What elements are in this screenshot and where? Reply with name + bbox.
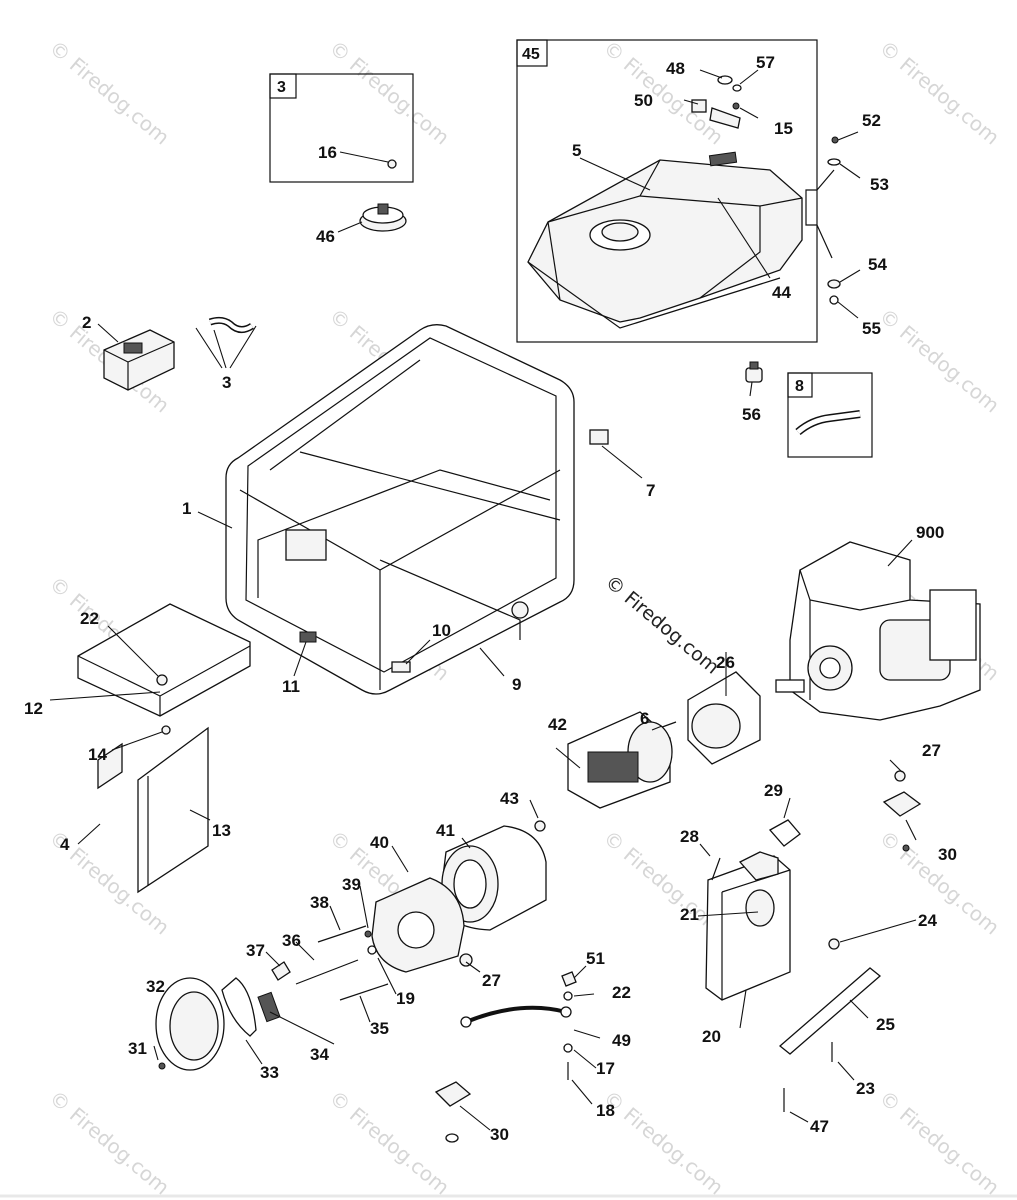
part-label: 25 <box>876 1015 895 1034</box>
watermark: © Firedog.com <box>325 35 454 149</box>
part-label: 5 <box>572 141 581 160</box>
part-label: 900 <box>916 523 944 542</box>
frame <box>225 324 575 695</box>
part-label: 14 <box>88 745 107 764</box>
part-label: 43 <box>500 789 519 808</box>
part-label: 9 <box>512 675 521 694</box>
part-label: 48 <box>666 59 685 78</box>
part-label: 21 <box>680 905 699 924</box>
part-label: 22 <box>612 983 631 1002</box>
part-label: 34 <box>310 1045 329 1064</box>
part-label: 51 <box>586 949 605 968</box>
part-label: 15 <box>774 119 793 138</box>
part-label: 13 <box>212 821 231 840</box>
part-label: 28 <box>680 827 699 846</box>
watermark: © Firedog.com <box>599 35 728 149</box>
part-label: 11 <box>282 677 300 696</box>
part-label: 22 <box>80 609 99 628</box>
watermark: © Firedog.com <box>875 825 1004 939</box>
callout-box-3: 3 <box>269 73 414 183</box>
part-label: 41 <box>436 821 455 840</box>
part-label: 17 <box>596 1059 615 1078</box>
part-label: 42 <box>548 715 567 734</box>
part-label: 10 <box>432 621 451 640</box>
part-label: 39 <box>342 875 361 894</box>
part-label: 31 <box>128 1039 147 1058</box>
part-label: 40 <box>370 833 389 852</box>
part-label: 56 <box>742 405 761 424</box>
tank-mount-hardware <box>745 136 841 383</box>
part-label: 6 <box>640 709 649 728</box>
part-label: 46 <box>316 227 335 246</box>
base-panels <box>77 603 251 894</box>
part-label: 52 <box>862 111 881 130</box>
part-label: 38 <box>310 893 329 912</box>
leader-lines <box>49 69 917 1131</box>
part-label: 7 <box>646 481 655 500</box>
part-label: 37 <box>246 941 265 960</box>
part-label: 49 <box>612 1031 631 1050</box>
part-label: 30 <box>938 845 957 864</box>
watermark: © Firedog.com <box>875 303 1004 417</box>
part-label: 26 <box>716 653 735 672</box>
part-label: 30 <box>490 1125 509 1144</box>
part-label: 1 <box>182 499 191 518</box>
part-label: 18 <box>596 1101 615 1120</box>
part-label: 47 <box>810 1117 829 1136</box>
watermark-center: © Firedog.com <box>601 571 723 679</box>
part-label: 16 <box>318 143 337 162</box>
callout-box-label: 3 <box>277 79 286 96</box>
part-label: 53 <box>870 175 889 194</box>
part-label: 12 <box>24 699 43 718</box>
callout-box-label: 8 <box>795 378 804 395</box>
callout-box-8: 8 <box>787 372 873 458</box>
part-label: 36 <box>282 931 301 950</box>
part-label: 4 <box>60 835 70 854</box>
fuel-cap <box>359 203 407 232</box>
callout-box-label: 45 <box>522 46 540 63</box>
part-label: 27 <box>922 741 941 760</box>
part-label: 57 <box>756 53 775 72</box>
part-label: 29 <box>764 781 783 800</box>
muffler-parts <box>705 770 922 1112</box>
part-label: 24 <box>918 911 937 930</box>
part-label: 2 <box>82 313 91 332</box>
part-label: 27 <box>482 971 501 990</box>
part-label: 55 <box>862 319 881 338</box>
part-label: 20 <box>702 1027 721 1046</box>
engine <box>775 541 981 721</box>
part-label: 19 <box>396 989 415 1008</box>
alternator-parts <box>155 671 761 1071</box>
watermark: © Firedog.com <box>599 1085 728 1199</box>
watermark: © Firedog.com <box>45 35 174 149</box>
outlet-box <box>103 316 254 391</box>
ground-hardware <box>434 971 577 1143</box>
watermark: © Firedog.com <box>325 1085 454 1199</box>
part-label: 32 <box>146 977 165 996</box>
part-labels: 48 57 50 15 16 5 44 52 53 54 55 46 2 3 5… <box>24 53 957 1144</box>
decal <box>589 429 609 445</box>
part-label: 33 <box>260 1063 279 1082</box>
part-label: 54 <box>868 255 887 274</box>
watermark: © Firedog.com <box>875 35 1004 149</box>
watermark: © Firedog.com <box>45 1085 174 1199</box>
part-label: 44 <box>772 283 791 302</box>
part-label: 50 <box>634 91 653 110</box>
part-label: 23 <box>856 1079 875 1098</box>
part-label: 35 <box>370 1019 389 1038</box>
part-label: 3 <box>222 373 231 392</box>
watermark: © Firedog.com <box>875 1085 1004 1199</box>
